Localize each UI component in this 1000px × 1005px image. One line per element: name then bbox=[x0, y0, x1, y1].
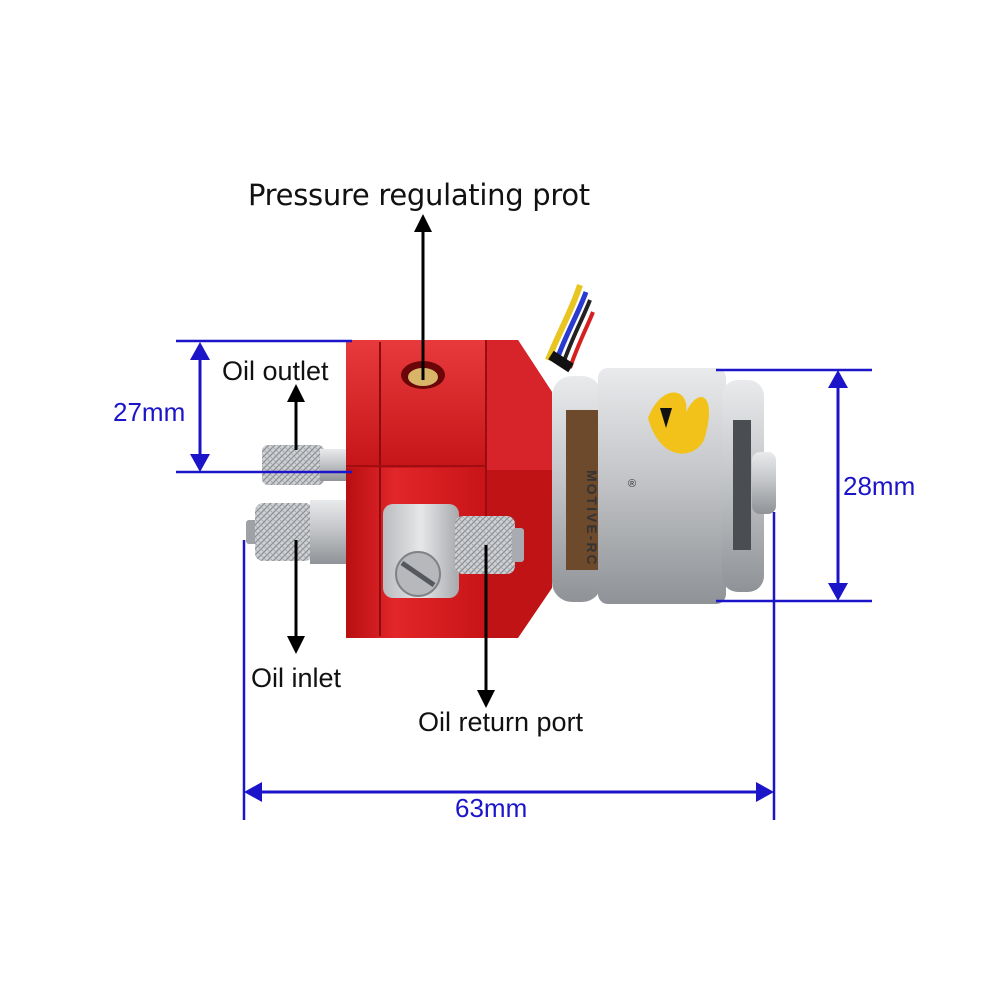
dimension-lines bbox=[176, 339, 872, 820]
oil-return-label: Oil return port bbox=[418, 707, 584, 737]
motor-brand-text: MOTIVE-RC bbox=[584, 470, 600, 567]
dimension-27mm: 27mm bbox=[113, 397, 186, 427]
dimension-63mm: 63mm bbox=[455, 793, 528, 823]
callout-arrows bbox=[287, 214, 495, 708]
oil-outlet-label: Oil outlet bbox=[222, 356, 329, 386]
oil-inlet-label: Oil inlet bbox=[251, 663, 342, 693]
registered-mark: ® bbox=[628, 478, 637, 490]
motor-wires bbox=[545, 284, 595, 373]
oil-inlet-fitting bbox=[246, 500, 346, 564]
pressure-port-label: Pressure regulating prot bbox=[248, 178, 590, 212]
pump-block bbox=[346, 340, 552, 638]
motor bbox=[552, 368, 776, 604]
dimension-28mm: 28mm bbox=[843, 471, 916, 501]
oil-outlet-fitting bbox=[262, 445, 346, 485]
